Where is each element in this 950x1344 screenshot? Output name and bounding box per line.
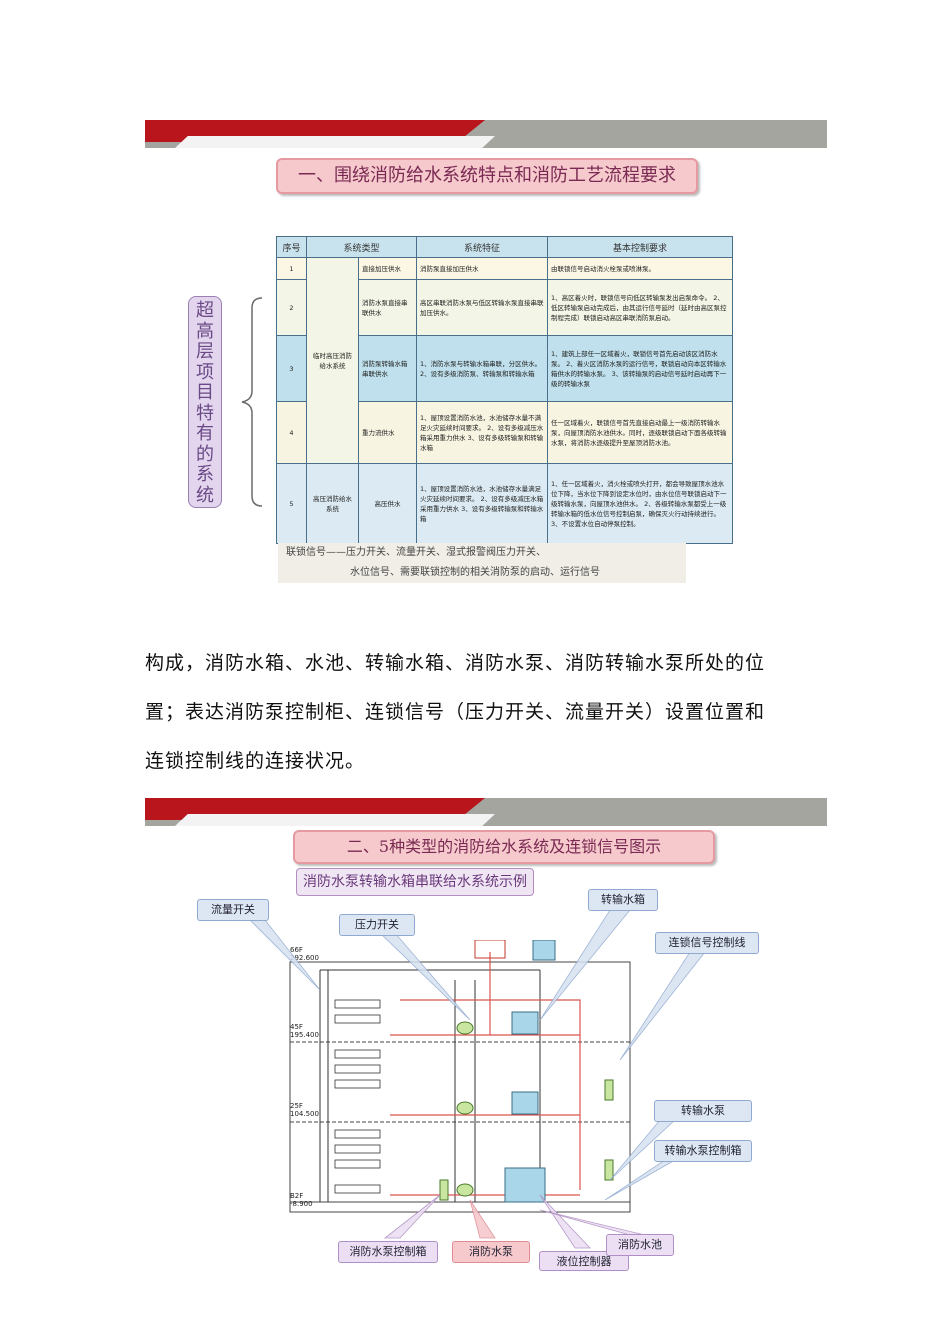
note-line-2: 水位信号、需要联锁控制的相关消防泵的启动、运行信号 <box>350 567 600 578</box>
floor-label: 66F 292.600 <box>290 946 319 962</box>
header-no: 序号 <box>276 236 307 258</box>
slide1-banner <box>145 120 827 148</box>
floor-label: 45F 195.400 <box>290 1023 319 1039</box>
system-spec-table: 序号 系统类型 系统特征 基本控制要求 1 临时高压消防给水系统 直接加压供水 … <box>276 236 734 544</box>
table-row: 1 临时高压消防给水系统 直接加压供水 消防泵直接加压供水 由联锁信号启动消火栓… <box>276 257 734 464</box>
banner-white-stripe <box>175 136 495 148</box>
callout-transfer-tank: 转输水箱 <box>588 889 658 911</box>
callout-level-controller: 液位控制器 <box>539 1251 629 1271</box>
slide2-banner <box>145 798 827 826</box>
group2-type: 高压消防给水系统 <box>306 463 359 544</box>
callout-interlock-line: 连锁信号控制线 <box>655 932 759 954</box>
callout-transfer-pump-cabinet: 转输水泵控制箱 <box>654 1140 752 1162</box>
table-row: 3 消防泵转输水箱串联供水 1、消防水泵与转输水箱串联，分区供水。 2、设有多级… <box>276 335 734 402</box>
interlock-note: 联锁信号——压力开关、流量开关、湿式报警阀压力开关、 水位信号、需要联锁控制的相… <box>278 543 686 583</box>
floor-label: 25F 104.500 <box>290 1102 319 1118</box>
banner-white-stripe <box>175 814 495 826</box>
slide2-subtitle: 消防水泵转输水箱串联给水系统示例 <box>296 868 534 896</box>
table-row: 4 重力流供水 1、屋顶设置消防水池，水池储存水量不满足火灾延续时间要求。 2、… <box>276 401 734 464</box>
callout-transfer-pump: 转输水泵 <box>654 1100 752 1122</box>
callout-fire-pool: 消防水池 <box>606 1234 674 1256</box>
body-paragraph-line-3: 连锁控制线的连接状况。 <box>145 750 366 772</box>
side-label-superhigh: 超高层项目特有的系统 <box>188 296 222 508</box>
callout-pressure-switch: 压力开关 <box>339 914 415 936</box>
callout-fire-pump-cabinet: 消防水泵控制箱 <box>338 1241 438 1263</box>
table-row: 2 消防水泵直接串联供水 高区串联消防水泵与低区转输水泵直接串联加压供水。 1、… <box>276 279 734 336</box>
brace-icon <box>241 297 263 507</box>
group1-type: 临时高压消防给水系统 <box>306 257 359 464</box>
fire-water-schematic <box>289 940 631 1213</box>
body-paragraph-line-1: 构成，消防水箱、水池、转输水箱、消防水泵、消防转输水泵所处的位 <box>145 652 766 674</box>
note-line-1: 联锁信号——压力开关、流量开关、湿式报警阀压力开关、 <box>286 547 546 558</box>
callout-flow-switch: 流量开关 <box>197 899 269 921</box>
floor-label: B2F -8.900 <box>290 1192 313 1208</box>
slide1-title: 一、围绕消防给水系统特点和消防工艺流程要求 <box>276 158 698 194</box>
header-control: 基本控制要求 <box>547 236 734 258</box>
slide2-title: 二、5种类型的消防给水系统及连锁信号图示 <box>293 830 715 864</box>
callout-fire-pump: 消防水泵 <box>452 1241 530 1263</box>
header-type: 系统类型 <box>305 236 418 258</box>
body-paragraph-line-2: 置；表达消防泵控制柜、连锁信号（压力开关、流量开关）设置位置和 <box>145 701 766 723</box>
